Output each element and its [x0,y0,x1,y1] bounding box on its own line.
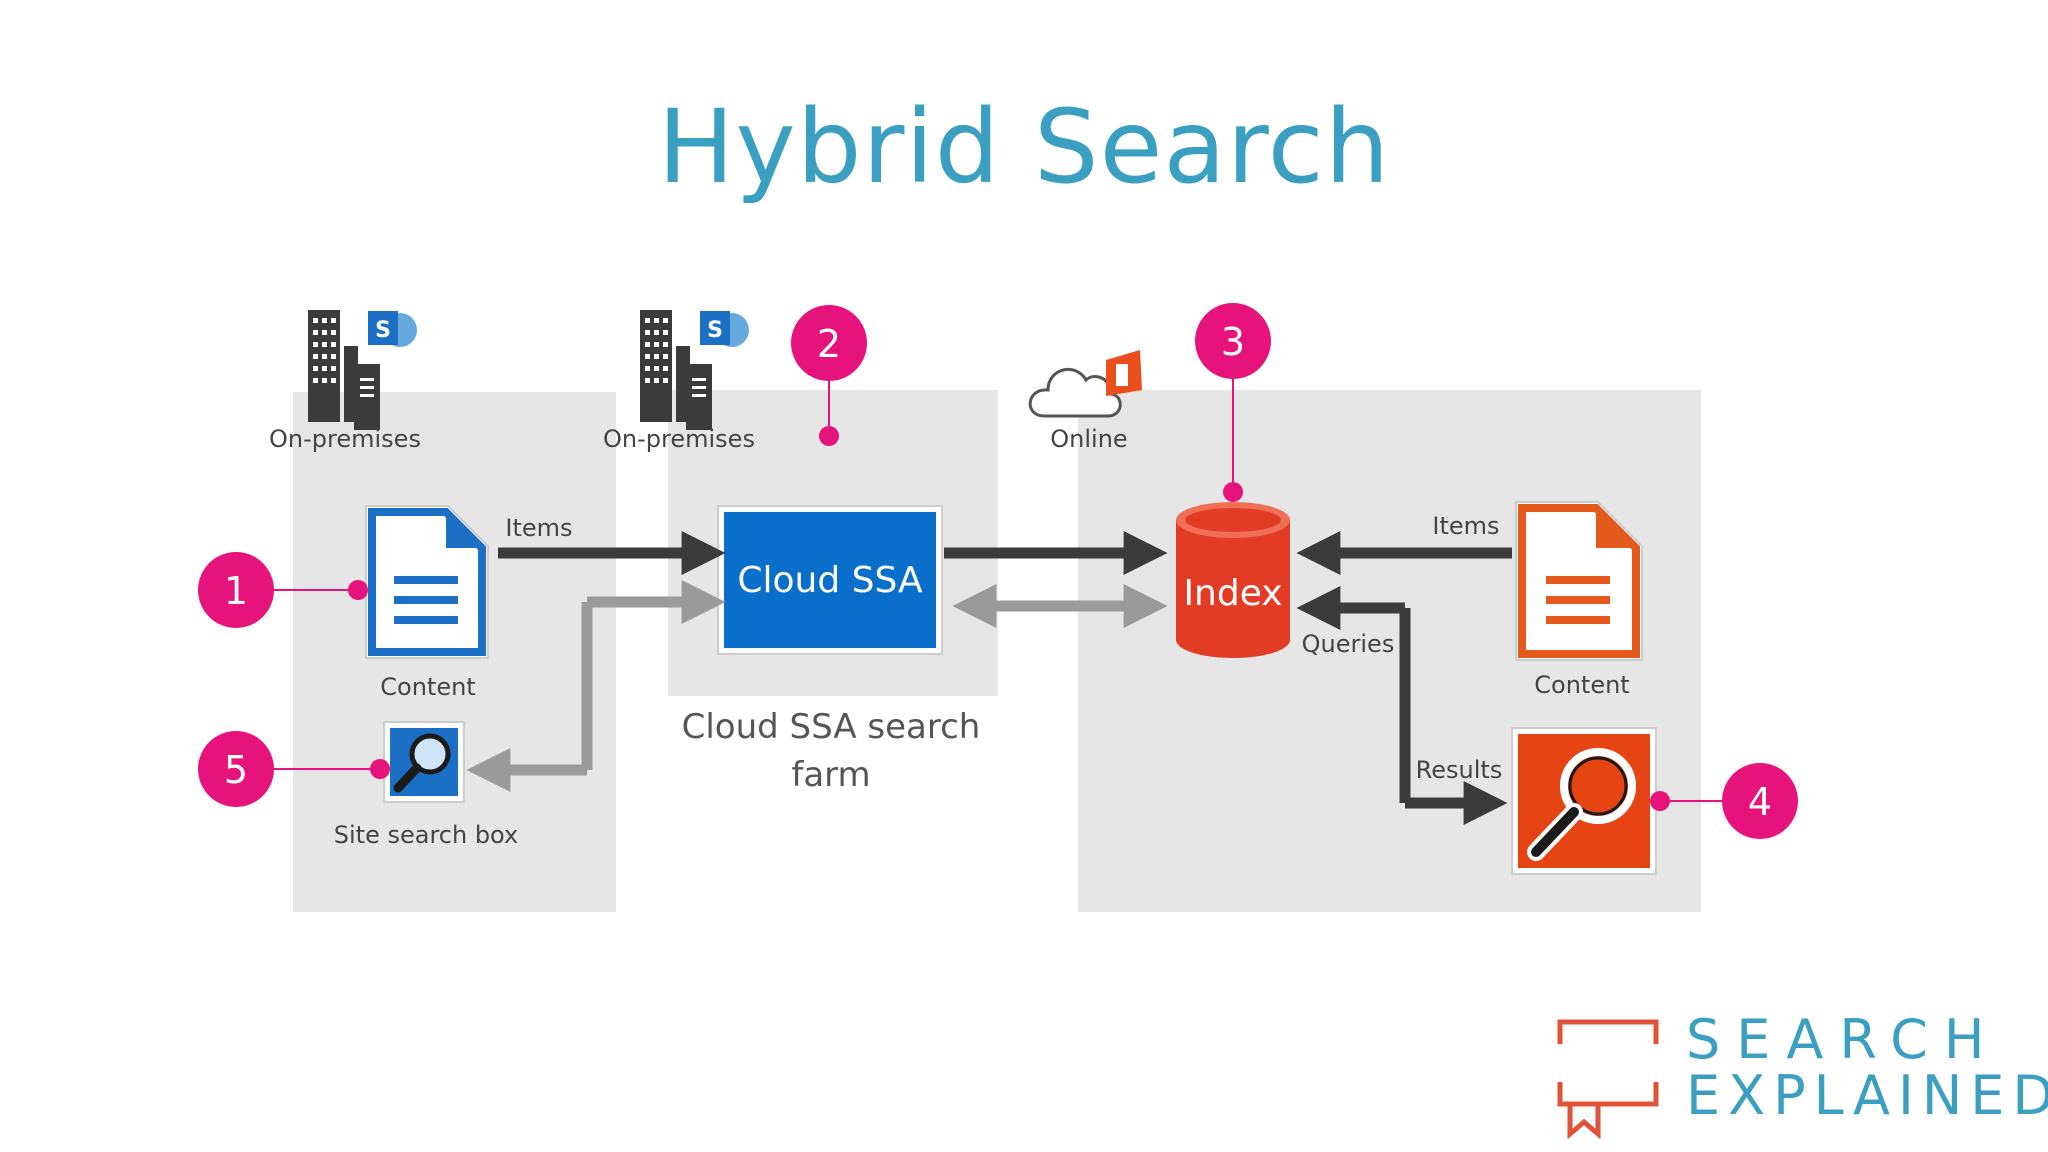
svg-text:S: S [375,318,391,343]
callout-3: 3 [1195,303,1271,379]
callout-2: 2 [791,305,867,381]
building-sharepoint-icon: S [308,310,417,430]
callout-5: 5 [198,731,274,807]
location-label-middle: On-premises [603,425,755,453]
arrow-label-results: Results [1416,756,1503,784]
location-label-left: On-premises [269,425,421,453]
cloud-ssa-label: Cloud SSA [737,560,923,601]
magnifier-icon [1527,748,1636,861]
svg-text:2: 2 [817,322,841,366]
search-explained-logo: SEARCH EXPLAINED [1557,1008,2048,1140]
arrow-label-items-right: Items [1432,512,1499,540]
document-icon [1515,501,1643,661]
page-title: Hybrid Search [657,88,1391,207]
site-search-box-label: Site search box [334,821,518,849]
document-icon [365,505,489,659]
farm-caption-line2: farm [791,755,870,795]
search-results-box [1511,727,1657,875]
content-label-right: Content [1534,671,1629,699]
svg-text:S: S [707,318,723,343]
svg-text:4: 4 [1748,780,1772,824]
index-label: Index [1183,573,1282,614]
queries-arrow [1314,608,1411,803]
logo-line2: EXPLAINED [1686,1064,2048,1127]
svg-text:1: 1 [224,569,248,613]
building-sharepoint-icon: S [640,310,749,430]
callout-1: 1 [198,552,274,628]
arrow-label-items-left: Items [505,514,572,542]
callout-4: 4 [1722,763,1798,839]
svg-text:5: 5 [224,748,248,792]
database-icon: Index [1176,502,1290,658]
cloud-office-icon [1028,350,1142,418]
arrow-label-queries: Queries [1302,630,1395,658]
query-arrow-to-cloud-ssa [581,602,708,770]
location-label-online: Online [1050,425,1127,453]
content-label-left: Content [380,673,475,701]
magnifier-icon [393,733,451,793]
farm-caption-line1: Cloud SSA search [682,707,981,747]
cloud-ssa-node: Cloud SSA [717,505,943,655]
site-search-box[interactable] [383,721,465,803]
logo-line1: SEARCH [1686,1008,2000,1071]
svg-text:3: 3 [1221,320,1245,364]
